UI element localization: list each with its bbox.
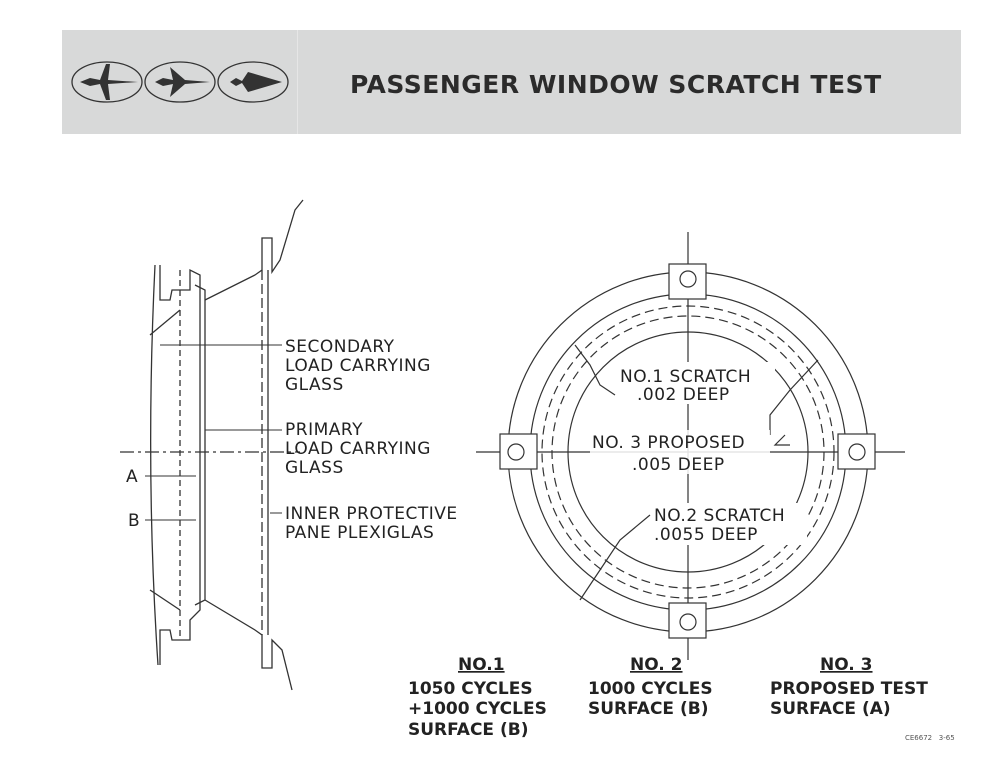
clip-top — [668, 263, 707, 300]
title-banner: PASSENGER WINDOW SCRATCH TEST — [62, 30, 961, 134]
banner-divider — [297, 30, 298, 134]
scratch-2-depth: .0055 DEEP — [654, 525, 758, 545]
document-code: CE6672 3-65 — [905, 734, 955, 742]
inner-pane-label-2: PANE PLEXIGLAS — [285, 523, 434, 543]
test-3-line: SURFACE (A) — [770, 699, 891, 719]
surface-a-label: A — [126, 467, 138, 487]
secondary-label-2: LOAD CARRYING — [285, 356, 431, 376]
primary-label-2: LOAD CARRYING — [285, 439, 431, 459]
scratch-3-label: NO. 3 PROPOSED — [592, 433, 745, 453]
test-1-line: SURFACE (B) — [408, 720, 528, 740]
window-front-view — [476, 232, 905, 660]
test-1-line: 1050 CYCLES — [408, 679, 533, 699]
secondary-label: SECONDARY — [285, 337, 395, 357]
scratch-labels: NO.1 SCRATCH .002 DEEP NO. 3 PROPOSED .0… — [590, 362, 807, 545]
test-3-title: NO. 3 — [820, 655, 873, 675]
aircraft-logo-icon — [71, 61, 289, 103]
primary-label-3: GLASS — [285, 458, 344, 478]
surface-b-label: B — [128, 511, 140, 531]
scratch-2 — [579, 514, 651, 601]
clip-bottom — [668, 602, 707, 639]
scratch-1 — [574, 344, 616, 396]
test-2-line: 1000 CYCLES — [588, 679, 713, 699]
test-3-line: PROPOSED TEST — [770, 679, 928, 699]
secondary-label-3: GLASS — [285, 375, 344, 395]
scratch-1-depth: .002 DEEP — [637, 385, 730, 405]
inner-pane-label: INNER PROTECTIVE — [285, 504, 458, 524]
clip-left — [499, 433, 538, 470]
leader-lines — [145, 344, 282, 521]
scratch-3 — [769, 359, 819, 435]
page-title: PASSENGER WINDOW SCRATCH TEST — [350, 70, 882, 99]
scratch-2-label: NO.2 SCRATCH — [654, 506, 785, 526]
test-1-title: NO.1 — [458, 655, 505, 675]
test-2-title: NO. 2 — [630, 655, 683, 675]
scratch-1-label: NO.1 SCRATCH — [620, 367, 751, 387]
cross-section-labels: SECONDARY LOAD CARRYING GLASS PRIMARY LO… — [126, 337, 458, 543]
test-1-line: +1000 CYCLES — [408, 699, 547, 719]
test-captions: NO.1 1050 CYCLES +1000 CYCLES SURFACE (B… — [408, 655, 928, 740]
window-cross-section — [120, 199, 304, 691]
clip-right — [837, 433, 876, 470]
test-2-line: SURFACE (B) — [588, 699, 708, 719]
primary-label: PRIMARY — [285, 420, 363, 440]
scratch-3-depth: .005 DEEP — [632, 455, 725, 475]
